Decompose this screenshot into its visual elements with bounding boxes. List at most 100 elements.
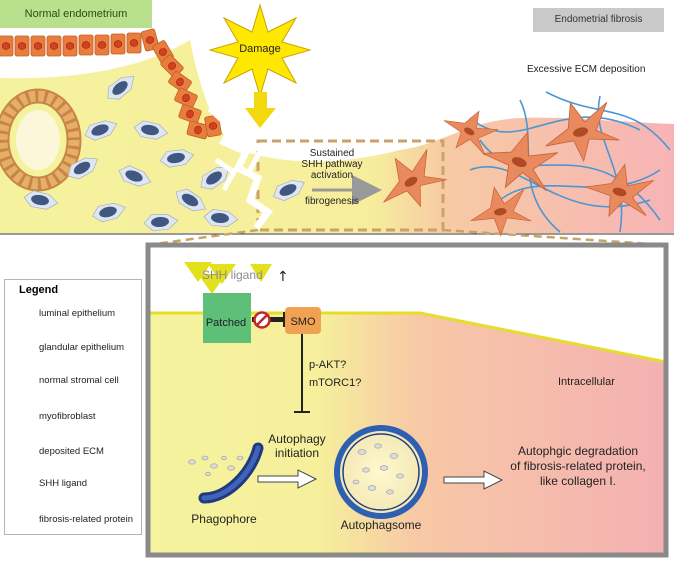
stromal-cell (273, 179, 305, 201)
legend-item-shh: SHH ligand (39, 478, 88, 489)
degradation-label-2: of fibrosis-related protein, (510, 459, 645, 473)
mtorc1-label: mTORC1? (309, 377, 361, 389)
damage-arrow-icon (245, 92, 276, 128)
smo-receptor (285, 307, 321, 334)
fibrotic-tissue (383, 91, 671, 237)
stromal-cell (143, 214, 179, 231)
stromal-cells (23, 76, 305, 231)
legend-item-myofibroblast: myofibroblast (39, 411, 96, 422)
stromal-cell (67, 157, 99, 180)
legend-item-luminal: luminal epithelium (39, 308, 116, 319)
fibrosis-protein (389, 453, 399, 459)
damage-label: Damage (239, 43, 281, 55)
autophagosome-label: Autophagsome (341, 518, 422, 532)
degradation-arrow (443, 470, 504, 490)
uterine-gland (0, 88, 82, 192)
luminal-cell (186, 120, 210, 140)
legend-item-stromal: normal stromal cell (39, 375, 119, 386)
stromal-cell (203, 209, 239, 227)
fibrosis-protein (205, 471, 211, 477)
degradation-label-3: like collagen I. (540, 474, 616, 488)
fibrosis-protein (386, 489, 394, 495)
autophagosome-icon (334, 425, 428, 519)
degradation-label-1: Autophgic degradation (518, 444, 638, 458)
myofibroblast (482, 131, 559, 191)
pathway-panel-frame (145, 242, 669, 558)
stromal-cell (118, 165, 152, 187)
fibrosis-protein (227, 465, 235, 471)
excessive-ecm-label: Excessive ECM deposition (527, 64, 645, 75)
autophagy-label-2: initiation (275, 446, 319, 460)
stromal-cell (92, 202, 126, 223)
fibrosis-protein (236, 455, 244, 461)
luminal-cell (62, 35, 78, 57)
fibrosis-protein (357, 449, 367, 455)
smo-label: SMO (290, 316, 316, 328)
ecm-fiber (545, 91, 671, 151)
phagophore-icon (198, 442, 264, 504)
engulfed-protein-cluster (352, 443, 404, 495)
fibrosis-protein (188, 459, 196, 465)
endometrial-fibrosis-tag: Endometrial fibrosis (533, 8, 664, 32)
luminal-cell (0, 35, 14, 57)
sustained-label-3: activation (311, 170, 353, 181)
intracellular-label: Intracellular (558, 376, 615, 388)
luminal-epithelium-layer (0, 28, 222, 140)
stromal-cell (107, 76, 135, 100)
myofibroblast (443, 110, 499, 156)
myofibroblast (470, 186, 532, 237)
stromal-cell (23, 190, 59, 210)
luminal-cell (78, 34, 94, 56)
autophagy-arrow (257, 469, 318, 489)
stromal-cell (175, 188, 207, 212)
myofibroblast (585, 163, 654, 218)
p-akt-label: p-AKT? (309, 359, 346, 371)
fibrosis-protein (374, 443, 382, 449)
legend-box: Legend luminal epithelium glandular epit… (4, 279, 142, 535)
patched-label: Patched (206, 317, 246, 329)
fibrosis-protein (352, 479, 360, 485)
shh-ligand-label: SHH ligand (202, 268, 263, 282)
patched-receptor (203, 293, 251, 343)
fibrosis-protein (362, 467, 370, 473)
luminal-cell (174, 87, 198, 109)
luminal-cell (46, 35, 62, 57)
phagophore-label: Phagophore (191, 512, 257, 526)
myofibroblast (383, 149, 447, 208)
fibrogenesis-label: fibrogenesis (305, 196, 359, 207)
shh-up-arrow: ↑ (277, 269, 289, 285)
luminal-cell (204, 114, 222, 138)
fibrosis-protein (210, 463, 218, 469)
luminal-cell (30, 35, 46, 57)
luminal-cell (110, 33, 126, 55)
fibrosis-protein (367, 485, 377, 491)
fibrosis-protein (396, 473, 404, 479)
legend-item-protein: fibrosis-related protein (39, 514, 133, 525)
cell-interior (150, 313, 666, 553)
luminal-cell (14, 35, 30, 57)
luminal-cell (168, 70, 192, 94)
normal-endometrium-tag: Normal endometrium (0, 0, 152, 28)
autophagy-label-1: Autophagy (268, 432, 325, 446)
stromal-cell (133, 120, 169, 140)
fibrosis-protein (201, 455, 209, 461)
luminal-cell (178, 104, 202, 124)
sustained-label-2: SHH pathway (301, 159, 362, 170)
luminal-cell (126, 32, 142, 54)
stromal-cell (84, 120, 118, 141)
legend-item-ecm: deposited ECM (39, 446, 104, 457)
legend-title: Legend (19, 284, 59, 296)
zoom-region-box (256, 139, 445, 232)
sustained-label-1: Sustained (310, 148, 354, 159)
fibrosis-protein (379, 465, 389, 471)
ecm-fiber (489, 169, 661, 211)
shh-ligand-icon (184, 262, 272, 294)
legend-item-glandular: glandular epithelium (39, 342, 125, 353)
fibrosis-protein (221, 455, 227, 461)
stromal-cell (159, 149, 195, 168)
fibrosis-protein-cluster (188, 455, 244, 477)
myofibroblast (545, 101, 620, 163)
tissue-crack (207, 105, 274, 231)
luminal-cell (94, 34, 110, 56)
